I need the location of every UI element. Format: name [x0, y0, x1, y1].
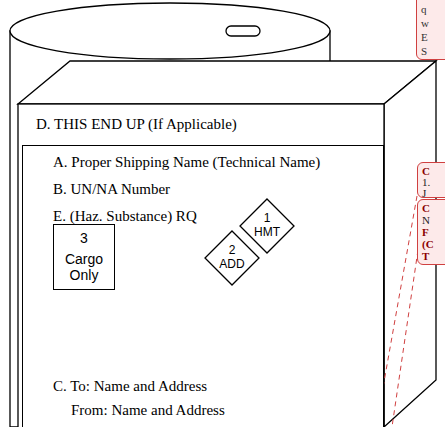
hazard-code: ADD — [219, 258, 244, 272]
class-number: 3 — [80, 230, 88, 247]
callout-box: CNF(CT — [417, 199, 445, 265]
callout-text: C — [422, 165, 430, 177]
label-line: E. (Haz. Substance) RQ — [53, 208, 197, 225]
callout-text: S — [421, 45, 427, 57]
cargo-text: Cargo Only — [62, 251, 106, 285]
callout-box: qwES — [416, 0, 445, 60]
callout-box: C1.J — [417, 162, 445, 198]
callout-text: (C — [422, 238, 434, 250]
label-line: B. UN/NA Number — [53, 181, 170, 198]
callout-text: q — [421, 3, 427, 15]
callout-text: F — [422, 226, 429, 238]
shipping-label: A. Proper Shipping Name (Technical Name)… — [22, 145, 384, 427]
label-line: A. Proper Shipping Name (Technical Name) — [53, 154, 320, 171]
cargo-only-label: 3Cargo Only — [53, 224, 115, 290]
callout-text: w — [421, 17, 429, 29]
orientation-label: D. THIS END UP (If Applicable) — [36, 116, 237, 133]
class-number: 1 — [264, 212, 271, 226]
callout-text: T — [422, 250, 429, 262]
callout-text: 1. — [422, 176, 430, 188]
class-number: 2 — [229, 244, 236, 258]
callout-text: E — [421, 31, 428, 43]
diamond-shape — [240, 199, 294, 253]
hazard-diamond: 2ADD — [204, 230, 260, 286]
hazard-code: HMT — [254, 226, 280, 240]
callout-text: J — [422, 187, 426, 199]
callout-text: N — [422, 214, 430, 226]
diamond-shape — [205, 231, 259, 285]
label-line: From: Name and Address — [71, 402, 225, 419]
label-line: C. To: Name and Address — [53, 378, 207, 395]
callout-text: C — [422, 202, 430, 214]
